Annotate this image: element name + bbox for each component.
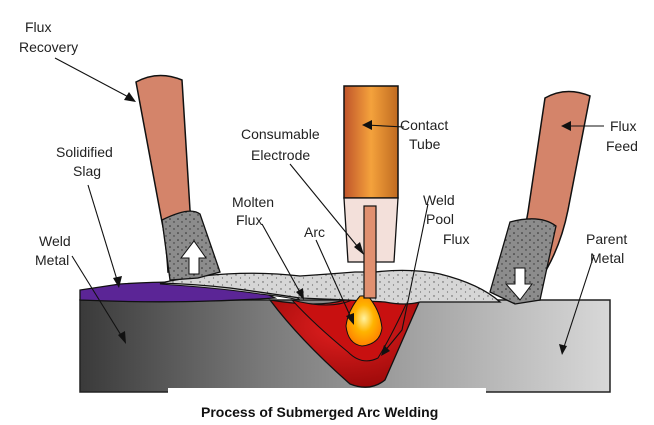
label-parent-metal-line1: Parent: [586, 231, 627, 247]
arc-leader: [315, 239, 353, 321]
label-molten-flux-line1: Molten: [232, 194, 274, 210]
molten-flux-leader-head: [296, 288, 304, 300]
label-solidified-slag-line1: Solidified: [56, 144, 113, 160]
label-flux-feed-line2: Feed: [606, 138, 638, 154]
arc-leader-head: [346, 313, 354, 325]
label-arc: Arc: [304, 224, 325, 240]
label-weld-metal-line1: Weld: [39, 233, 71, 249]
flux-feed-arrow: [504, 267, 533, 301]
electrode-leader: [289, 163, 363, 253]
label-parent-metal-line2: Metal: [590, 250, 624, 266]
label-weld-pool-line1: Weld: [423, 192, 455, 208]
weld-metal-leader: [71, 255, 125, 341]
label-weld-metal-line2: Metal: [35, 252, 69, 268]
parent-metal-leader-head: [559, 344, 567, 355]
flux-recovery-arrow: [179, 240, 207, 275]
weld-pool-leader-head: [381, 345, 390, 356]
contact-tube-leader: [365, 124, 405, 128]
flux-feed-nozzle: [489, 218, 557, 305]
weld-metal-leader-head: [118, 331, 126, 344]
contact-tube: [343, 85, 399, 199]
label-contact-tube-line1: Contact: [400, 117, 448, 133]
parent-metal-leader: [562, 254, 595, 351]
molten-flux-leader: [261, 223, 303, 297]
flux-mound: [159, 269, 502, 305]
contact-tube-leader-head: [362, 120, 372, 130]
label-flux-recovery-line1: Flux: [25, 19, 51, 35]
weld-pool-leader: [383, 203, 429, 353]
flux-recovery-leader: [54, 57, 135, 101]
solidified-slag-leader: [87, 184, 119, 284]
label-flux-feed-line1: Flux: [610, 118, 636, 134]
flux-recovery-leader-head: [124, 92, 136, 102]
label-molten-flux-line2: Flux: [236, 212, 262, 228]
caption-background: [168, 388, 486, 425]
electrode-leader-head: [354, 242, 364, 255]
label-contact-tube-line2: Tube: [409, 136, 441, 152]
consumable-electrode: [363, 205, 377, 299]
diagram-caption: Process of Submerged Arc Welding: [201, 404, 438, 420]
label-consumable-electrode-line2: Electrode: [251, 147, 310, 163]
label-weld-pool-line2: Pool: [426, 211, 454, 227]
label-flux: Flux: [443, 231, 469, 247]
label-consumable-electrode-line1: Consumable: [241, 126, 320, 142]
label-flux-recovery-line2: Recovery: [19, 39, 78, 55]
solidified-slag-leader-head: [113, 276, 122, 288]
flux-feed-leader-head: [561, 121, 571, 131]
label-solidified-slag-line2: Slag: [73, 163, 101, 179]
